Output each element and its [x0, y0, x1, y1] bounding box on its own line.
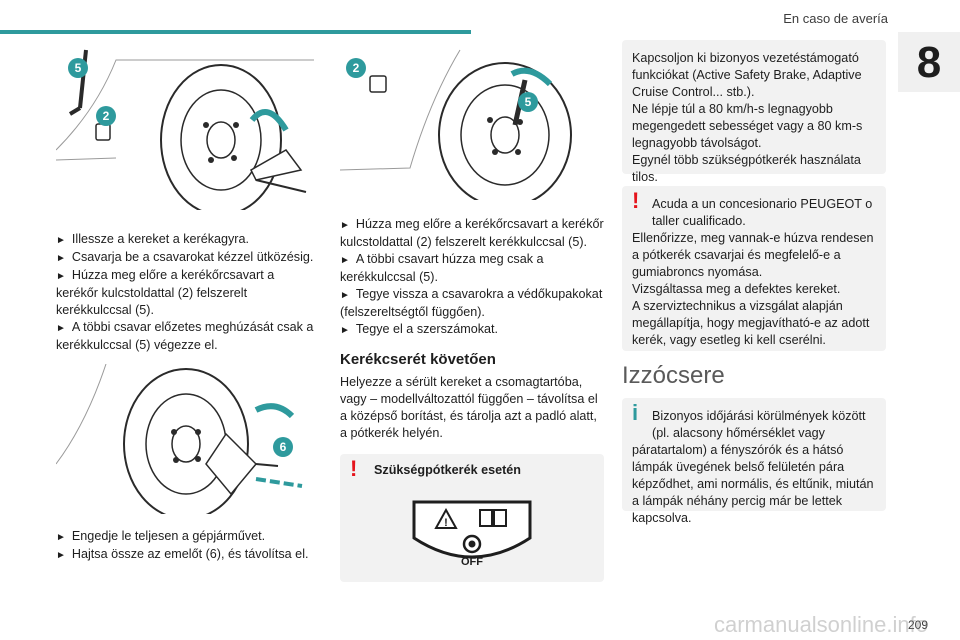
section-title: Kerékcserét követően	[340, 351, 496, 368]
illustration-wheel-fitting: 5 2	[55, 40, 314, 216]
warning-box-service: ! Acuda a un concesionario PEUGEOT o tal…	[622, 186, 886, 351]
step-item: ►Tegye vissza a csavarokra a védőkupakok…	[340, 287, 603, 319]
warning-first-line: Acuda a un concesionario PEUGEOT o talle…	[652, 197, 873, 228]
arrow-icon: ►	[340, 220, 350, 231]
exclamation-icon: !	[632, 188, 640, 213]
arrow-icon: ►	[340, 290, 350, 301]
illustration-jack-lowering: 6	[55, 363, 314, 520]
step-item: ►Illessze a kereket a kerékagyra.	[56, 232, 249, 246]
step-item: ►Csavarja be a csavarokat kézzel ütközés…	[56, 250, 314, 264]
arrow-icon: ►	[56, 323, 66, 334]
step-item: ►Hajtsa össze az emelőt (6), és távolíts…	[56, 547, 309, 561]
steps-list-1: ►Illessze a kereket a kerékagyra. ►Csava…	[56, 231, 314, 354]
info-box-spare-limits: Kapcsoljon ki bizonyos vezetéstámogató f…	[622, 40, 886, 184]
info-icon: i	[632, 400, 639, 425]
arrow-icon: ►	[56, 235, 66, 246]
callout-6: 6	[273, 437, 293, 457]
dashboard-symbol-icon: ! OFF	[412, 500, 532, 568]
arrow-icon: ►	[340, 255, 350, 266]
info-first-line: Bizonyos időjárási körülmények között (p…	[652, 409, 866, 440]
watermark: carmanualsonline.info	[713, 612, 928, 637]
step-item: ►Engedje le teljesen a gépjárművet.	[56, 529, 266, 543]
illustration-wheel-tightening: 2 5	[339, 40, 604, 208]
header-accent-bar	[0, 30, 471, 34]
arrow-icon: ►	[56, 253, 66, 264]
svg-text:OFF: OFF	[461, 556, 483, 568]
callout-5: 5	[518, 92, 538, 112]
chapter-number-tab: 8	[898, 32, 960, 92]
step-item: ►A többi csavart húzza meg csak a kerékk…	[340, 252, 544, 284]
warning-text: Ellenőrizze, meg vannak-e húzva rendesen…	[632, 231, 874, 347]
arrow-icon: ►	[56, 271, 66, 282]
arrow-icon: ►	[56, 532, 66, 543]
info-box-condensation: i Bizonyos időjárási körülmények között …	[622, 398, 886, 525]
svg-text:!: !	[444, 517, 448, 529]
warning-title: Szükségpótkerék esetén	[374, 463, 521, 477]
step-item: ►Tegye el a szerszámokat.	[340, 322, 498, 336]
column-3: Kapcsoljon ki bizonyos vezetéstámogató f…	[622, 40, 886, 525]
page-number: 209	[907, 618, 928, 632]
section-title: Izzócsere	[622, 362, 725, 389]
wheel-fitting-drawing	[55, 49, 314, 216]
arrow-icon: ►	[56, 550, 66, 561]
exclamation-icon: !	[350, 456, 358, 481]
step-item: ►A többi csavar előzetes meghúzását csak…	[56, 320, 314, 352]
callout-2: 2	[346, 58, 366, 78]
step-item: ►Húzza meg előre a kerékőrcsavart a keré…	[340, 217, 604, 249]
paragraph: Helyezze a sérült kereket a csomagtartób…	[340, 375, 598, 440]
wheel-tightening-drawing	[339, 49, 572, 208]
callout-2: 2	[96, 106, 116, 126]
jack-lowering-drawing	[55, 363, 303, 520]
warning-box-spare: ! Szükségpótkerék esetén ! OFF	[340, 454, 604, 582]
info-text: Kapcsoljon ki bizonyos vezetéstámogató f…	[632, 51, 863, 184]
arrow-icon: ►	[340, 325, 350, 336]
chapter-title: En caso de avería	[783, 11, 888, 26]
steps-list-2: ►Engedje le teljesen a gépjárművet. ►Haj…	[56, 528, 314, 564]
column-1: 5 2 ►Illessze a kereket a kerékagyra. ►C…	[55, 40, 314, 564]
step-item: ►Húzza meg előre a kerékőrcsavart a keré…	[56, 268, 275, 317]
info-text: páratartalom) a fényszórók és a hátsó lá…	[632, 443, 874, 525]
steps-list: ►Húzza meg előre a kerékőrcsavart a keré…	[340, 216, 604, 339]
callout-5: 5	[68, 58, 88, 78]
column-2: 2 5 ►Húzza meg előre a kerékőrcsavart a …	[339, 40, 604, 582]
